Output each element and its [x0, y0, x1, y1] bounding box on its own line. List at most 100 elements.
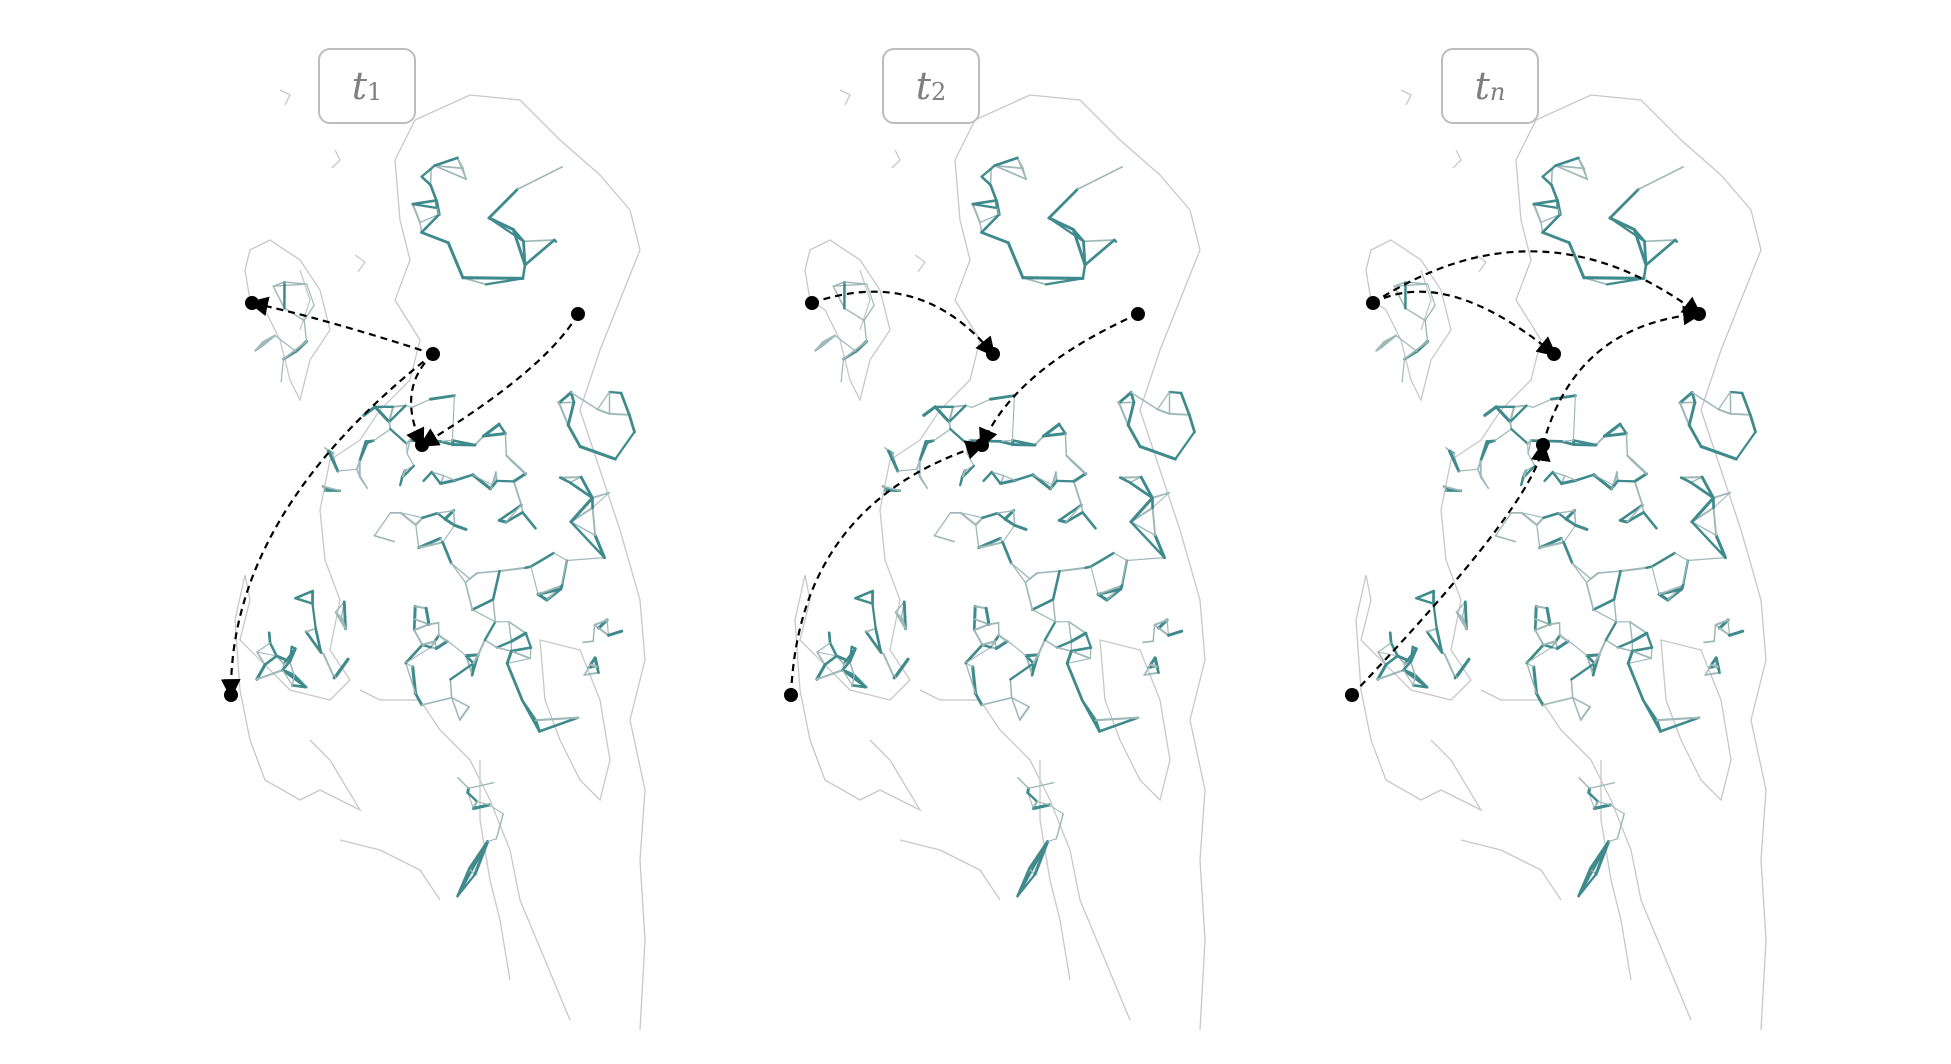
network-edge — [269, 633, 270, 643]
network-edge — [1011, 644, 1026, 656]
network-edge — [1059, 424, 1065, 433]
network-edge — [864, 321, 866, 342]
network-edge — [1416, 598, 1433, 603]
network-edge — [477, 801, 489, 805]
network-edge — [1714, 508, 1717, 535]
network-edge — [1731, 392, 1743, 393]
network-edge — [1618, 648, 1633, 652]
network-edge — [1114, 553, 1127, 561]
network-edge — [1158, 669, 1159, 673]
network-edge — [1630, 622, 1632, 642]
network-edge — [1647, 633, 1652, 647]
node-hub — [426, 347, 440, 361]
network-edge — [1158, 392, 1170, 410]
network-edge — [509, 622, 511, 642]
network-edge — [1742, 393, 1750, 415]
network-edge — [1060, 568, 1086, 571]
network-edge — [1035, 436, 1044, 445]
network-edge — [989, 623, 999, 625]
network-edge — [511, 633, 526, 641]
network-edge — [607, 620, 609, 635]
network-edge — [1606, 622, 1616, 640]
network-edge — [894, 659, 908, 678]
network-edge — [1127, 558, 1165, 561]
network-edge — [285, 282, 307, 284]
network-edge — [1581, 707, 1590, 720]
coastline-outline — [892, 150, 900, 168]
network-edge — [497, 481, 514, 482]
network-edge — [1048, 839, 1057, 842]
coastline-outline — [355, 255, 365, 272]
network-edge — [598, 409, 610, 413]
network-edge — [488, 839, 497, 842]
network-edge — [450, 663, 473, 679]
network-edge — [1565, 476, 1576, 481]
network-edge — [451, 644, 466, 656]
network-edge — [509, 622, 526, 633]
network-edge — [523, 265, 525, 278]
network-edge — [1576, 525, 1587, 529]
map-panel-2 — [784, 90, 1205, 1030]
network-edge — [1495, 513, 1511, 536]
network-edge — [439, 635, 447, 641]
node-west-island — [805, 296, 819, 310]
network-edge — [455, 525, 466, 529]
map-panel-1 — [224, 90, 645, 1030]
network-edge — [1140, 447, 1175, 460]
coastline-outline — [1601, 760, 1631, 980]
network-edge — [1128, 402, 1134, 425]
network-edge — [414, 630, 422, 645]
network-edge — [1025, 582, 1032, 609]
network-edge — [830, 643, 837, 656]
network-edge — [413, 204, 420, 222]
network-edge — [422, 177, 431, 185]
network-edge — [1119, 403, 1128, 425]
coastline-outline — [1453, 150, 1461, 168]
network-edge — [422, 166, 435, 177]
network-edge — [1533, 399, 1552, 407]
network-edge — [615, 432, 634, 459]
network-edge — [1639, 167, 1684, 189]
coastline-outline — [915, 255, 925, 272]
network-edge — [1049, 189, 1078, 218]
network-edge — [984, 472, 992, 481]
network-edge — [560, 477, 581, 478]
network-edge — [1083, 512, 1096, 528]
network-edge — [845, 282, 867, 284]
network-edge — [1689, 402, 1695, 425]
network-edge — [1069, 622, 1071, 642]
network-edge — [1012, 396, 1014, 441]
network-edge — [413, 204, 437, 208]
network-edge — [1535, 624, 1550, 630]
network-edge — [1045, 622, 1055, 640]
network-edge — [1564, 542, 1573, 563]
network-edge — [443, 542, 452, 563]
network-edge — [817, 643, 830, 652]
network-edge — [1032, 600, 1053, 610]
network-edge — [524, 240, 555, 241]
network-edge — [445, 519, 455, 525]
network-edge — [458, 778, 468, 789]
coastline-outline — [360, 690, 570, 1020]
network-edge — [1175, 432, 1194, 459]
network-edge — [466, 655, 478, 656]
network-edge — [991, 185, 997, 201]
network-edge — [1645, 241, 1647, 265]
network-edge — [934, 513, 950, 536]
network-edge — [507, 658, 530, 663]
network-edge — [1628, 658, 1651, 663]
network-edge — [1628, 663, 1643, 700]
network-edge — [1557, 641, 1568, 648]
network-edge — [974, 619, 975, 630]
network-edge — [976, 693, 982, 705]
network-edge — [1086, 633, 1091, 647]
network-edge — [1004, 476, 1015, 481]
timestep-sub: 2 — [931, 80, 946, 104]
network-edge — [973, 204, 997, 208]
network-edge — [1020, 707, 1029, 720]
network-edge — [522, 701, 535, 721]
network-edge — [500, 568, 526, 571]
coastline-outline — [920, 690, 1130, 1020]
network-edge — [1053, 571, 1059, 599]
network-edge — [1587, 655, 1599, 656]
